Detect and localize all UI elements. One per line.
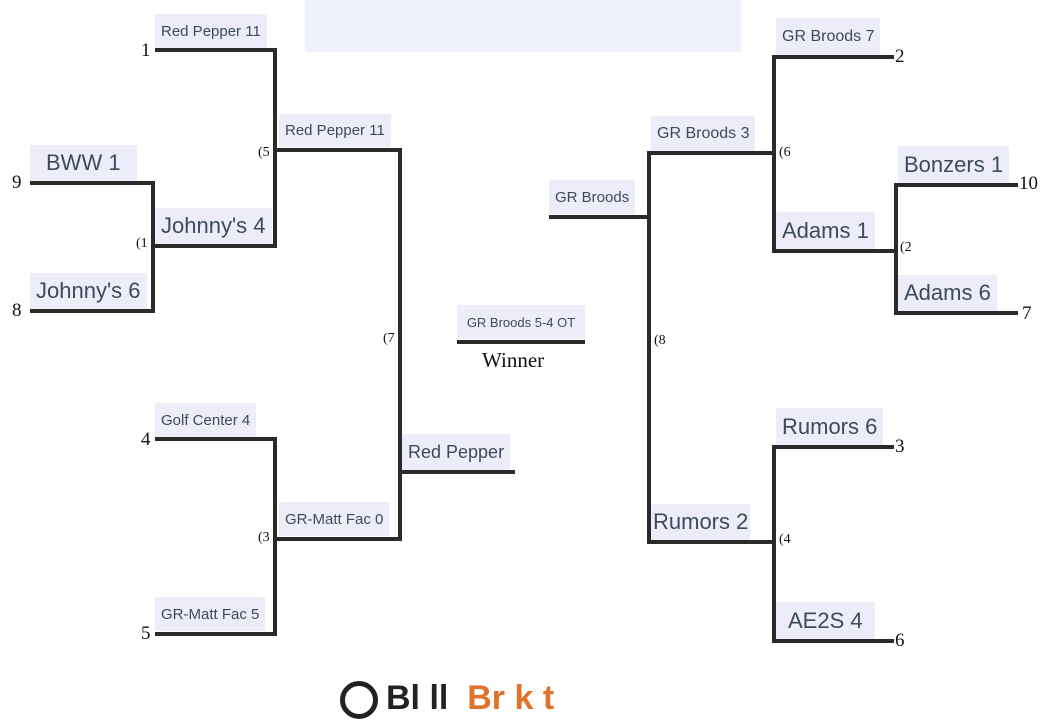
bracket-line [894, 183, 1018, 187]
bracket-line [273, 148, 402, 152]
winner-label: Winner [482, 348, 545, 372]
game-number: (4 [779, 532, 791, 547]
bracket-line [647, 151, 776, 155]
team-slot-left-r1-winner: Johnny's 4 [155, 208, 272, 244]
bracket-line [273, 437, 277, 636]
bracket-line [155, 437, 277, 441]
game-number: (2 [900, 240, 912, 255]
seed-number: 3 [895, 436, 905, 457]
bracket-line [894, 311, 1018, 315]
team-slot-left-seed-1: Red Pepper 11 [155, 14, 267, 48]
bracket-line [647, 151, 651, 544]
seed-number: 9 [12, 172, 22, 193]
bracket-line [273, 537, 402, 541]
team-slot-right-seed-6: AE2S 4 [776, 602, 875, 639]
team-slot-right-seed-2: GR Broods 7 [776, 18, 881, 55]
seed-number: 5 [141, 623, 151, 644]
seed-number: 1 [141, 40, 151, 61]
bracket-line [151, 244, 277, 248]
seed-number: 2 [895, 46, 905, 67]
bracket-line [772, 249, 898, 253]
team-slot-left-r2-bottom: GR-Matt Fac 0 [279, 502, 390, 536]
bracket-line [155, 48, 277, 52]
seed-number: 7 [1022, 303, 1032, 324]
bracket-line [30, 309, 155, 313]
team-slot-right-r2-bottom: Rumors 2 [651, 504, 751, 540]
team-slot-left-seed-9: BWW 1 [30, 145, 137, 181]
team-slot-right-seed-7: Adams 6 [898, 275, 997, 311]
team-slot-left-seed-4: Golf Center 4 [155, 403, 257, 437]
game-number: (1 [136, 236, 148, 251]
seed-number: 8 [12, 300, 22, 321]
bracket-line [398, 470, 515, 474]
bracket-line [398, 148, 402, 541]
team-slot-left-seed-5: GR-Matt Fac 5 [155, 597, 266, 631]
game-number: (3 [258, 530, 270, 545]
seed-number: 4 [141, 429, 151, 450]
seed-number: 6 [895, 630, 905, 651]
final-line [457, 340, 585, 344]
game-number: (6 [779, 145, 791, 160]
bracket-line [30, 181, 155, 185]
team-slot-left-seed-8: Johnny's 6 [30, 273, 147, 309]
final-result: GR Broods 5-4 OT [457, 305, 585, 339]
bracket-line [772, 55, 776, 253]
team-slot-right-seed-3: Rumors 6 [776, 408, 884, 445]
bracket-line [772, 639, 894, 643]
game-number: (7 [383, 331, 395, 346]
seed-number: 10 [1019, 173, 1038, 194]
bracket-line [647, 540, 776, 544]
team-slot-right-r2-top: GR Broods 3 [651, 116, 756, 151]
logo-text-2: Br k t [467, 678, 555, 717]
bracket-line [549, 215, 651, 219]
bracket-line [772, 445, 776, 643]
team-slot-left-r2-top: Red Pepper 11 [279, 114, 391, 147]
logo-ring-icon [340, 681, 378, 719]
game-number: (5 [258, 145, 270, 160]
ad-banner [305, 0, 741, 52]
team-slot-right-seed-10: Bonzers 1 [898, 146, 1010, 183]
bracket-line [772, 55, 894, 59]
team-slot-right-semi-winner: GR Broods [549, 180, 636, 214]
team-slot-right-r1-winner: Adams 1 [776, 212, 875, 249]
site-logo: Bl ll Br k t [340, 679, 554, 719]
game-number: (8 [654, 333, 666, 348]
bracket-line [155, 632, 277, 636]
team-slot-left-semi-winner: Red Pepper [402, 434, 511, 470]
logo-text-1: Bl ll [386, 678, 449, 717]
bracket-line [894, 183, 898, 315]
bracket-line [772, 445, 894, 449]
